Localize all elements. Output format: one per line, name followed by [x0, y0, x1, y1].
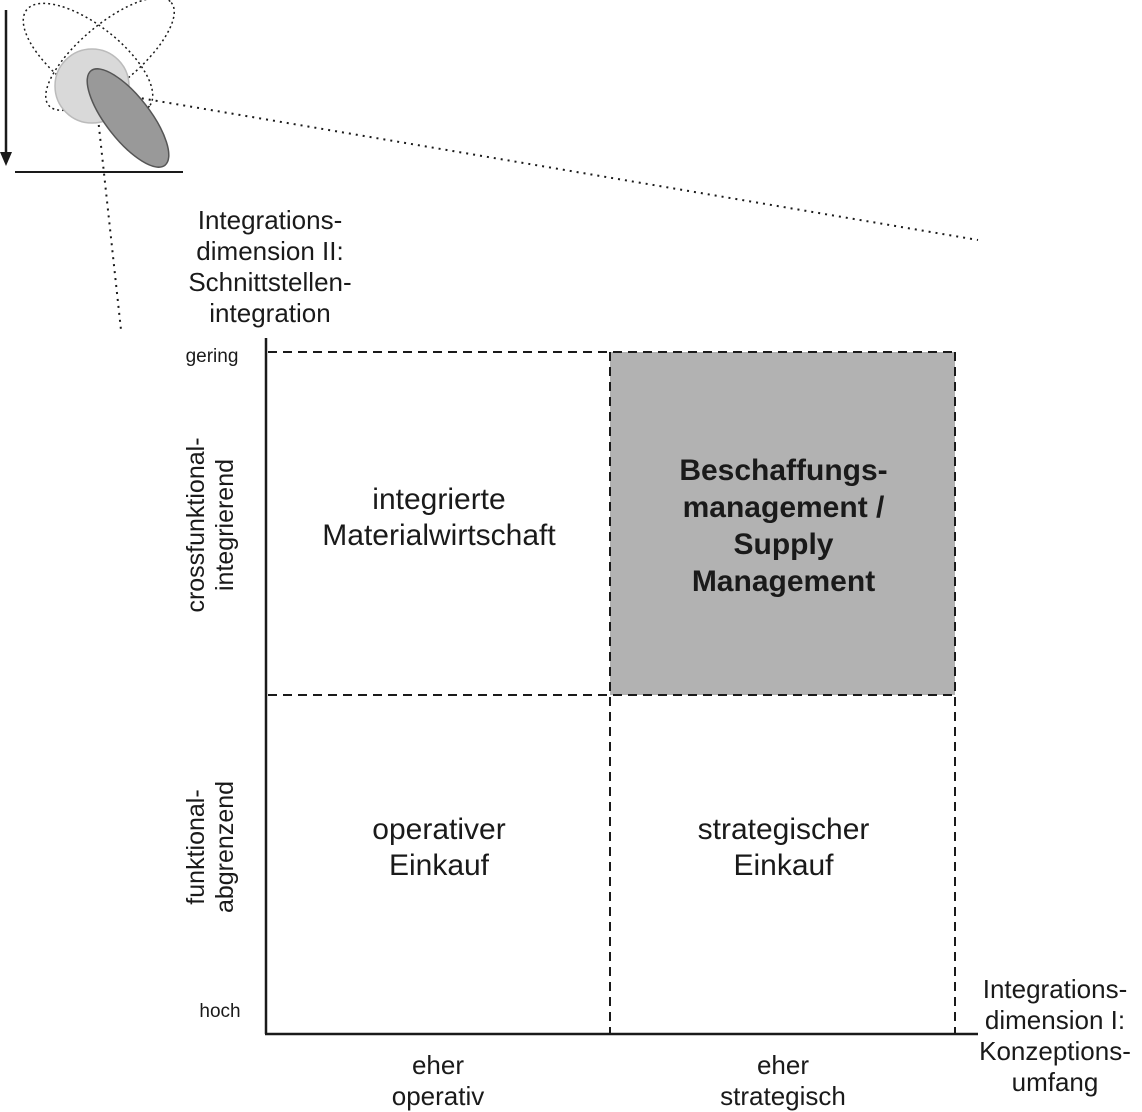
y-axis-title-line: Schnittstellen-	[188, 267, 352, 297]
cell-line: operativer	[372, 813, 506, 846]
x-category-strategisch: eher strategisch	[683, 1050, 883, 1112]
x-category-line: eher	[411, 1050, 465, 1080]
y-tick-top: gering	[185, 346, 239, 367]
cell-line: Materialwirtschaft	[322, 519, 556, 552]
x-category-line: eher	[756, 1050, 810, 1080]
x-axis-title-line: umfang	[1011, 1067, 1099, 1097]
y-axis-title-line: dimension II:	[196, 236, 344, 266]
y-axis-title-line: integration	[209, 298, 331, 328]
y-band-upper-line: integrierend	[211, 458, 239, 592]
x-category-operativ: eher operativ	[338, 1050, 538, 1112]
y-axis-title-line: Integrations-	[197, 205, 343, 235]
y-band-upper: crossfunktional- integrierend	[182, 375, 240, 675]
cell-line: integrierte	[372, 483, 506, 516]
matrix-axes	[264, 338, 978, 1036]
cell-line: Einkauf	[733, 849, 834, 882]
x-category-line: strategisch	[720, 1081, 846, 1111]
x-axis-title-line: dimension I:	[984, 1005, 1126, 1035]
cell-strategischer-einkauf: strategischer Einkauf	[612, 812, 955, 884]
y-band-lower-line: funktional-	[182, 789, 210, 905]
y-axis-title: Integrations- dimension II: Schnittstell…	[165, 205, 375, 329]
cell-line: management /	[682, 491, 885, 524]
cell-line: Beschaffungs-	[679, 454, 888, 487]
y-band-lower: funktional- abgrenzend	[182, 697, 240, 997]
cell-supply-management: Beschaffungs- management / Supply Manage…	[612, 452, 955, 600]
cell-line: strategischer	[697, 813, 870, 846]
matrix-grid	[268, 351, 956, 1033]
highlight-quadrant	[610, 352, 955, 695]
cell-line: Management	[691, 565, 876, 598]
y-tick-bottom: hoch	[199, 1001, 241, 1022]
zoom-connectors	[97, 95, 979, 331]
x-category-line: operativ	[391, 1081, 485, 1111]
x-axis-title-line: Integrations-	[982, 974, 1128, 1004]
y-band-lower-line: abgrenzend	[211, 780, 239, 914]
cell-line: Supply	[733, 528, 834, 561]
x-axis-title: Integrations- dimension I: Konzeptions- …	[970, 974, 1140, 1098]
cell-operativer-einkauf: operativer Einkauf	[270, 812, 608, 884]
x-axis-title-line: Konzeptions-	[979, 1036, 1131, 1066]
y-band-upper-line: crossfunktional-	[182, 437, 210, 613]
cell-line: Einkauf	[388, 849, 490, 882]
overview-thumbnail-icon	[0, 0, 183, 173]
cell-integrierte-materialwirtschaft: integrierte Materialwirtschaft	[270, 482, 608, 554]
